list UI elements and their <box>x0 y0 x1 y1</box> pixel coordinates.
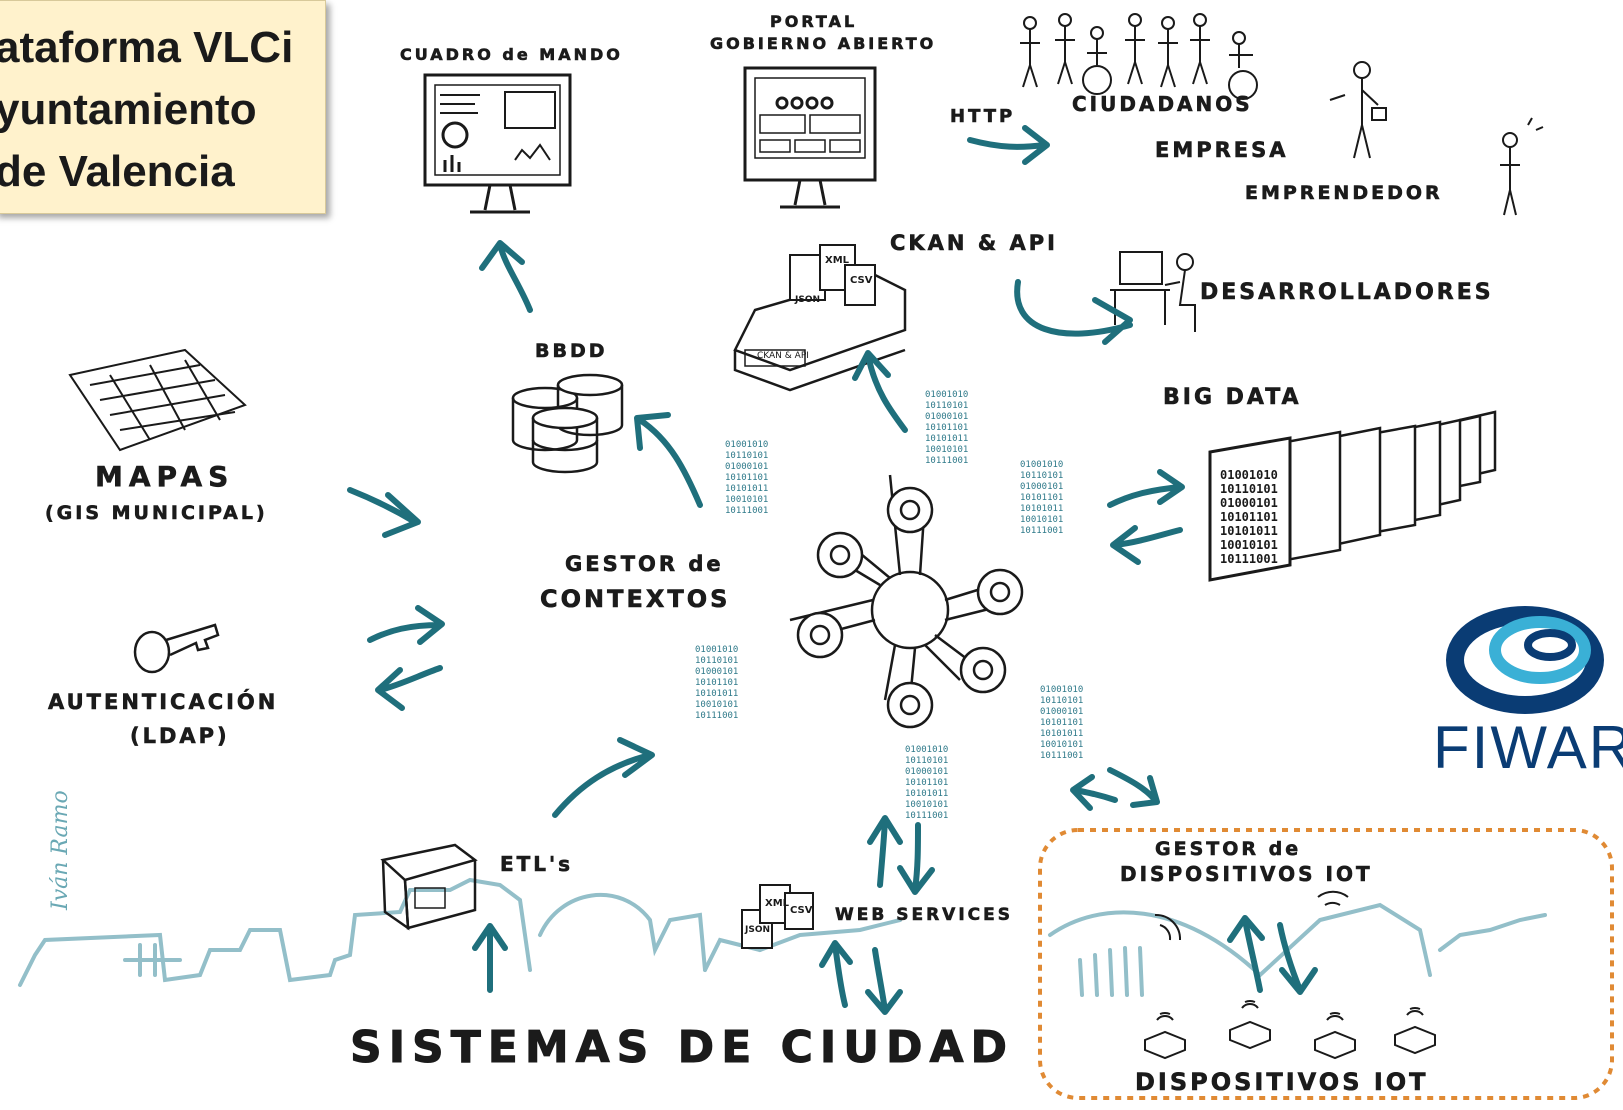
arrow-bigdata-in <box>1107 469 1185 508</box>
map-icon <box>68 348 247 452</box>
artist-signature: Iván Ramo <box>48 790 73 910</box>
label-dispositivos-iot-gestor: DISPOSITIVOS IOT <box>1120 862 1373 887</box>
entrepreneur-icon <box>1500 117 1544 216</box>
arrow-iot-to-gestor <box>1070 774 1118 811</box>
label-http: HTTP <box>950 106 1016 128</box>
fiware-logo <box>1446 606 1604 714</box>
arrow-to-ckan <box>852 350 908 433</box>
label-gestor-iot-de: GESTOR de <box>1155 838 1302 861</box>
ws-file-csv-label: CSV <box>790 905 813 916</box>
label-bbdd: BBDD <box>535 340 608 363</box>
etl-box-icon <box>380 843 478 931</box>
label-dispositivos-iot: DISPOSITIVOS IOT <box>1135 1068 1429 1097</box>
arrow-bigdata-out <box>1110 525 1183 565</box>
title-line-2: yuntamiento <box>0 85 257 134</box>
arrow-etl-up <box>472 923 508 993</box>
label-web-services: WEB SERVICES <box>835 905 1014 926</box>
arrow-auth-out <box>375 665 443 711</box>
file-csv-label: CSV <box>850 275 873 286</box>
arrow-sistemas-to-gestor <box>552 737 655 818</box>
iot-devices-icon <box>1144 890 1436 1060</box>
arrow-mapas-in <box>347 487 421 538</box>
ws-file-json-label: JSON <box>745 925 771 935</box>
businessman-icon <box>1329 61 1387 159</box>
arrow-sistemas-down <box>865 947 903 1015</box>
context-broker-hub <box>789 474 1024 729</box>
label-etls: ETL's <box>500 852 574 877</box>
label-big-data: BIG DATA <box>1163 385 1302 411</box>
developer-icon <box>1110 251 1196 332</box>
ckan-tray-icon <box>733 244 907 392</box>
citizens-people-icon <box>1020 13 1258 100</box>
ckan-tray-label: CKAN & API <box>757 351 809 361</box>
label-portal: PORTAL <box>770 12 858 32</box>
label-contextos: CONTEXTOS <box>540 585 731 614</box>
label-gis: (GIS MUNICIPAL) <box>45 502 268 525</box>
label-sistemas-de-ciudad: SISTEMAS DE CIUDAD <box>349 1022 1015 1074</box>
label-desarrolladores: DESARROLLADORES <box>1200 280 1494 306</box>
dashboard-monitor-icon <box>423 73 572 214</box>
database-icon <box>511 373 624 474</box>
arrow-to-developers <box>1014 279 1133 345</box>
iot-dashed-box <box>1038 828 1614 1100</box>
label-ciudadanos: CIUDADANOS <box>1072 92 1253 117</box>
city-skyline <box>18 877 1547 997</box>
fiware-wordmark: FIWARE <box>1433 714 1623 781</box>
ws-file-xml-label: XML <box>765 898 790 909</box>
label-emprendedor: EMPRENDEDOR <box>1245 182 1443 205</box>
title-line-3: de Valencia <box>0 147 235 196</box>
title-box: ataforma VLCi yuntamiento de Valencia <box>0 0 326 214</box>
key-icon <box>133 623 220 674</box>
arrow-sistemas-up <box>819 940 853 1008</box>
arrow-ws-up <box>867 815 903 888</box>
label-empresa: EMPRESA <box>1155 138 1289 163</box>
label-cuadro-de-mando: CUADRO de MANDO <box>400 45 623 65</box>
label-gestor-de: GESTOR de <box>565 552 724 577</box>
web-services-files-icon <box>741 884 814 949</box>
label-ldap: (LDAP) <box>130 724 230 749</box>
big-data-pages-icon <box>1208 410 1497 582</box>
file-xml-label: XML <box>825 255 850 266</box>
file-json-label: JSON <box>795 295 821 305</box>
arrow-iot-down <box>1277 922 1318 995</box>
flow-arrows <box>347 125 1318 1015</box>
arrow-to-bbdd <box>634 412 703 508</box>
arrow-gestor-to-iot <box>1107 767 1160 808</box>
label-autenticacion: AUTENTICACIÓN <box>48 690 279 715</box>
arrow-to-dashboard <box>479 240 533 313</box>
arrow-iot-up <box>1227 915 1265 993</box>
arrow-to-citizens <box>967 125 1050 165</box>
arrow-auth-in <box>367 605 445 645</box>
title-line-1: ataforma VLCi <box>0 23 294 72</box>
label-mapas: MAPAS <box>95 460 235 494</box>
label-gobierno-abierto: GOBIERNO ABIERTO <box>710 34 937 54</box>
label-ckan-api: CKAN & API <box>890 231 1058 256</box>
portal-monitor-icon <box>743 66 877 209</box>
arrow-ws-down <box>897 822 935 895</box>
